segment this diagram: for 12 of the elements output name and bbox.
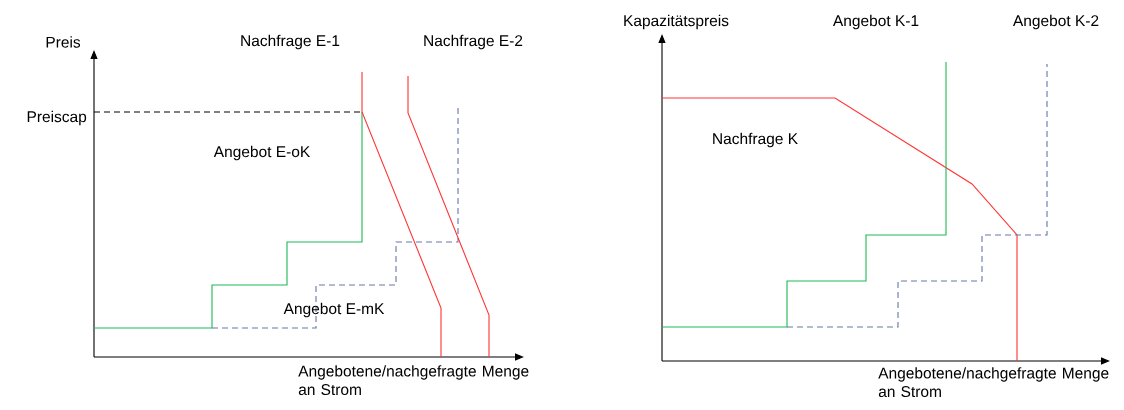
axis-label: Angebotene/nachgefragte Menge an Strom — [298, 365, 529, 396]
curve-label: Angebot E-oK — [213, 145, 311, 161]
axis-label: Preiscap — [27, 110, 87, 126]
curve-label: Nachfrage K — [713, 132, 798, 148]
curve-label: Angebot K-1 — [832, 14, 919, 30]
curve-label: Nachfrage E-1 — [241, 34, 340, 50]
curve-label: Angebot K-2 — [1012, 14, 1099, 30]
curve-label: Angebot E-mK — [283, 302, 385, 318]
curve-label: Nachfrage E-2 — [424, 34, 523, 50]
axis-label: Angebotene/nachgefragte Menge an Strom — [878, 367, 1109, 398]
axis-label: Preis — [46, 36, 81, 48]
axis-label: Kapazitätspreis — [624, 14, 729, 30]
